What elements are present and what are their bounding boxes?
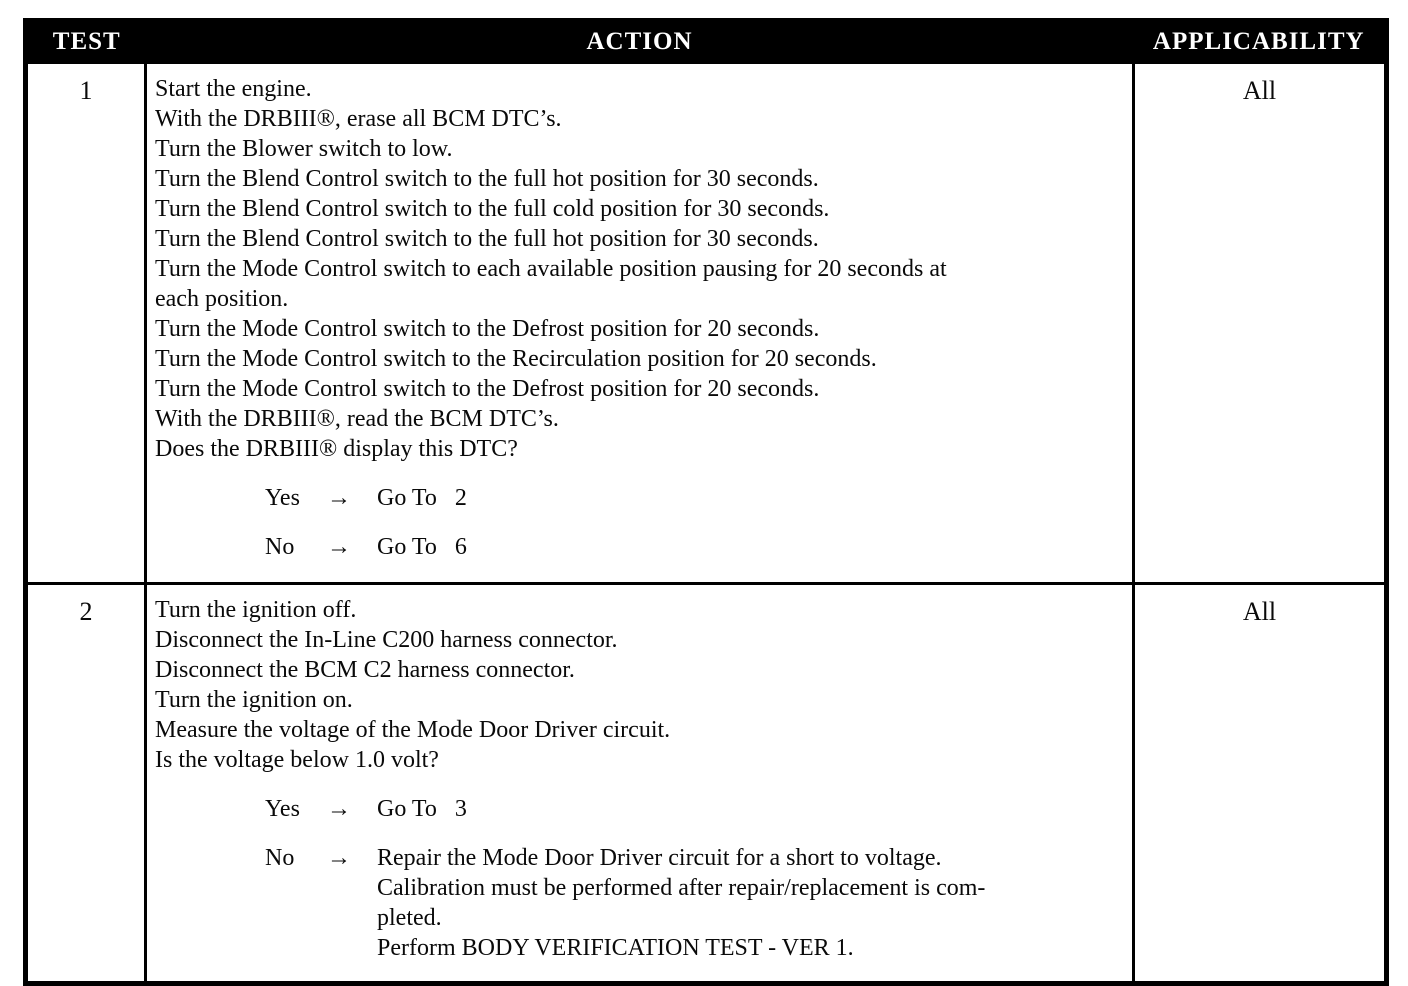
- action-step: Turn the Mode Control switch to the Defr…: [155, 316, 820, 342]
- diagnostic-test-table: TEST ACTION APPLICABILITY 1 Start the en…: [23, 18, 1389, 986]
- action-step: With the DRBIII®, read the BCM DTC’s.: [155, 406, 559, 432]
- applicability-value: All: [1132, 582, 1388, 985]
- arrow-right-icon: →: [327, 534, 351, 560]
- action-step: Is the voltage below 1.0 volt?: [155, 747, 439, 773]
- answer-result-line: pleted.: [377, 905, 442, 931]
- action-step: each position.: [155, 286, 289, 312]
- action-step: Start the engine.: [155, 76, 312, 102]
- answer-result: Go To 3: [377, 794, 1126, 824]
- answer-no: No → Go To 6: [265, 532, 1126, 562]
- action-step: Turn the Mode Control switch to each ava…: [155, 256, 947, 282]
- goto-label: Go To: [377, 485, 437, 511]
- answer-result-line: Calibration must be performed after repa…: [377, 875, 986, 901]
- applicability-value: All: [1132, 61, 1388, 585]
- answer-no: No → Repair the Mode Door Driver circuit…: [265, 843, 1126, 963]
- column-header-action: ACTION: [145, 20, 1134, 63]
- table-header-row: TEST ACTION APPLICABILITY: [25, 20, 1387, 63]
- action-step: Turn the ignition on.: [155, 687, 353, 713]
- action-step: Turn the Blend Control switch to the ful…: [155, 226, 819, 252]
- answer-result: Go To 2: [377, 483, 1126, 513]
- table-row-test-2: 2 Turn the ignition off. Disconnect the …: [24, 582, 1388, 985]
- action-step: Disconnect the BCM C2 harness connector.: [155, 657, 575, 683]
- answer-result: Go To 6: [377, 532, 1126, 562]
- goto-target: 3: [454, 796, 467, 822]
- action-step: Turn the Mode Control switch to the Defr…: [155, 376, 820, 402]
- action-steps: Start the engine. With the DRBIII®, eras…: [155, 74, 1126, 464]
- test-number: 1: [24, 61, 147, 585]
- action-step: With the DRBIII®, erase all BCM DTC’s.: [155, 106, 562, 132]
- answer-result-line: Perform BODY VERIFICATION TEST - VER 1.: [377, 935, 854, 961]
- arrow-right-icon: →: [327, 485, 351, 511]
- action-step: Does the DRBIII® display this DTC?: [155, 436, 518, 462]
- goto-target: 2: [454, 485, 467, 511]
- goto-label: Go To: [377, 534, 437, 560]
- column-header-test: TEST: [25, 20, 146, 63]
- action-cell: Turn the ignition off. Disconnect the In…: [144, 582, 1135, 985]
- goto-label: Go To: [377, 796, 437, 822]
- action-step: Measure the voltage of the Mode Door Dri…: [155, 717, 671, 743]
- answer-label: No: [265, 845, 295, 871]
- action-step: Turn the Blend Control switch to the ful…: [155, 196, 830, 222]
- answer-label: No: [265, 534, 295, 560]
- answer-result: Repair the Mode Door Driver circuit for …: [377, 843, 1126, 963]
- test-number: 2: [24, 582, 147, 985]
- arrow-right-icon: →: [327, 845, 351, 871]
- answer-label: Yes: [265, 485, 300, 511]
- action-step: Turn the Mode Control switch to the Reci…: [155, 346, 877, 372]
- action-step: Turn the Blend Control switch to the ful…: [155, 166, 819, 192]
- answer-yes: Yes → Go To 2: [265, 483, 1126, 513]
- goto-target: 6: [454, 534, 467, 560]
- answer-result-line: Repair the Mode Door Driver circuit for …: [377, 845, 942, 871]
- answer-yes: Yes → Go To 3: [265, 794, 1126, 824]
- action-steps: Turn the ignition off. Disconnect the In…: [155, 595, 1126, 775]
- action-step: Disconnect the In-Line C200 harness conn…: [155, 627, 618, 653]
- table-row-test-1: 1 Start the engine. With the DRBIII®, er…: [24, 61, 1388, 585]
- arrow-right-icon: →: [327, 796, 351, 822]
- action-step: Turn the Blower switch to low.: [155, 136, 453, 162]
- action-cell: Start the engine. With the DRBIII®, eras…: [144, 61, 1135, 585]
- answer-label: Yes: [265, 796, 300, 822]
- action-step: Turn the ignition off.: [155, 597, 357, 623]
- column-header-applicability: APPLICABILITY: [1133, 20, 1387, 63]
